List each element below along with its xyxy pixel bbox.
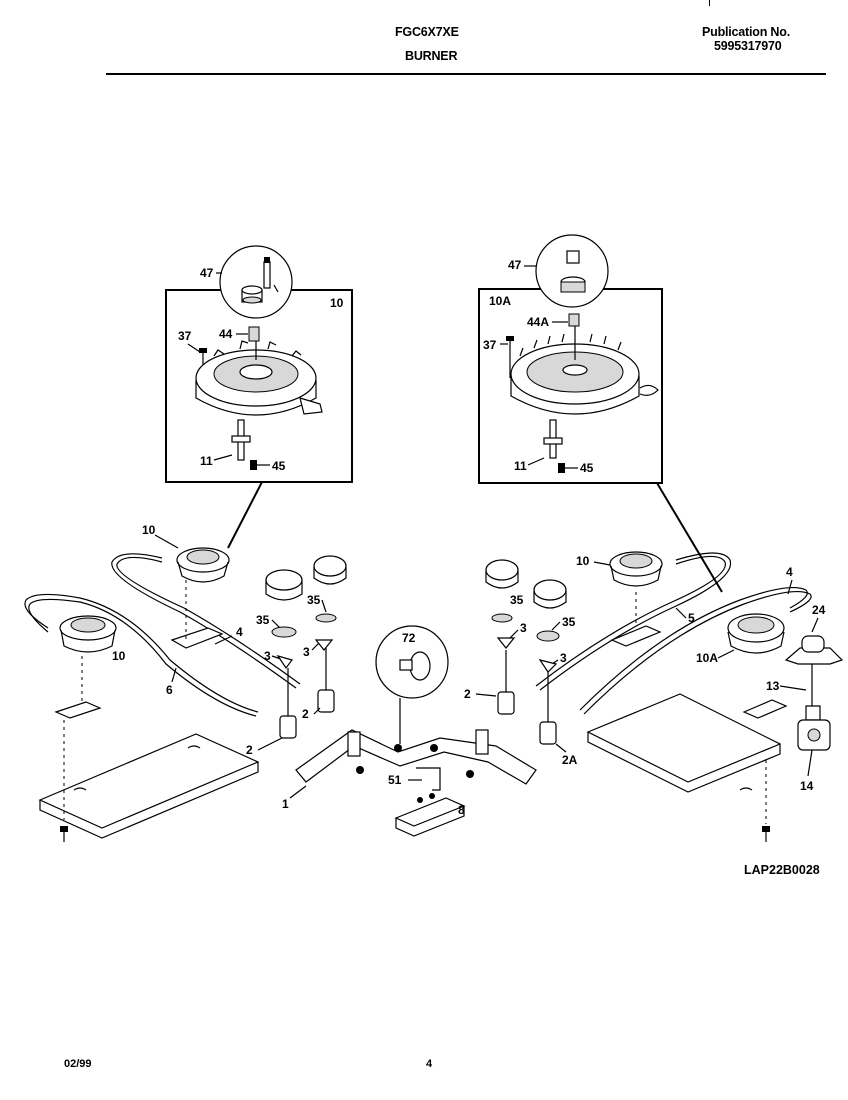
callout-2-b: 2 <box>246 743 253 757</box>
right-burner-assembly: 35 35 3 3 2 2A 10 10A 4 <box>464 551 844 842</box>
valve-right-rear <box>497 691 515 715</box>
page-number: 4 <box>426 1058 433 1070</box>
knob-left-b <box>313 555 347 577</box>
valve-left-rear <box>317 689 335 713</box>
knob-right-b <box>533 579 567 601</box>
valve-left-front <box>279 715 297 739</box>
left-burner-assembly: 10 10 4 6 35 <box>24 523 347 842</box>
detail-box-10: 10 47 44 37 11 45 <box>165 245 353 549</box>
callout-47-right: 47 <box>508 258 522 272</box>
callout-10-left-top: 10 <box>142 523 156 537</box>
header-rule <box>106 73 826 75</box>
callout-10-left: 10 <box>112 649 126 663</box>
callout-3-a: 3 <box>264 649 271 663</box>
callout-10a-right: 10A <box>696 651 718 665</box>
spark-module <box>394 797 466 827</box>
detail-box-10a: 10A 47 44A 37 11 45 <box>478 234 723 593</box>
callout-45: 45 <box>272 459 286 473</box>
callout-3-c: 3 <box>520 621 527 635</box>
callout-47: 47 <box>200 266 214 280</box>
knob-right-a <box>485 559 519 581</box>
detail-circle-47-right <box>535 234 609 308</box>
callout-box-10: 10 <box>330 296 344 310</box>
callout-35-b: 35 <box>307 593 321 607</box>
callout-35-a: 35 <box>256 613 270 627</box>
callout-2-a: 2 <box>302 707 309 721</box>
callout-5: 5 <box>688 611 695 625</box>
callout-37-right: 37 <box>483 338 497 352</box>
section-title: BURNER <box>405 49 458 63</box>
callout-45-right: 45 <box>580 461 594 475</box>
callout-35-d: 35 <box>562 615 576 629</box>
knob-left-a <box>265 569 303 591</box>
callout-14: 14 <box>800 779 814 793</box>
manifold-assembly: 1 72 51 8 <box>282 625 537 837</box>
valve-2a <box>539 721 557 745</box>
callout-3-b: 3 <box>303 645 310 659</box>
callout-6: 6 <box>166 683 173 697</box>
model-number: FGC6X7XE <box>395 25 459 39</box>
header-tick-mark <box>709 0 710 6</box>
callout-72: 72 <box>402 631 416 645</box>
callout-10-right: 10 <box>576 554 590 568</box>
callout-11-right: 11 <box>514 459 527 473</box>
detail-circle-47 <box>219 245 293 319</box>
callout-8: 8 <box>458 803 465 817</box>
diagram-code: LAP22B0028 <box>744 863 820 877</box>
publication-number: 5995317970 <box>714 39 782 53</box>
publication-date: 02/99 <box>64 1058 92 1070</box>
callout-3-d: 3 <box>560 651 567 665</box>
callout-box-10a: 10A <box>489 294 511 308</box>
callout-11: 11 <box>200 454 213 468</box>
callout-4-left: 4 <box>236 625 243 639</box>
callout-13: 13 <box>766 679 780 693</box>
callout-35-c: 35 <box>510 593 524 607</box>
callout-1: 1 <box>282 797 289 811</box>
callout-44: 44 <box>219 327 233 341</box>
callout-37: 37 <box>178 329 192 343</box>
callout-2-c: 2 <box>464 687 471 701</box>
callout-44a: 44A <box>527 315 549 329</box>
callout-2a: 2A <box>562 753 578 767</box>
publication-label: Publication No. <box>702 25 790 39</box>
pressure-regulator <box>784 647 844 665</box>
callout-4-right: 4 <box>786 565 793 579</box>
callout-51: 51 <box>388 773 402 787</box>
callout-24: 24 <box>812 603 826 617</box>
